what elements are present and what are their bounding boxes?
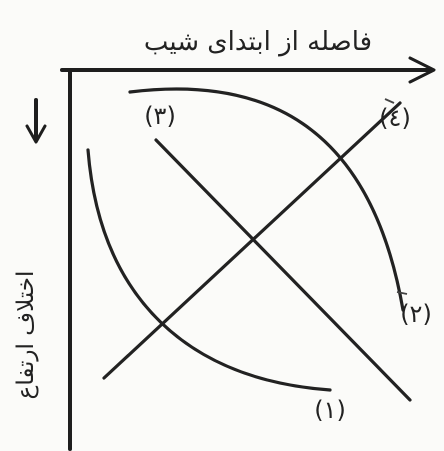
curve-1-label: (۱) [314, 396, 346, 424]
curve-3-label: (۳) [144, 102, 176, 130]
horizontal-axis-arrow [408, 56, 436, 84]
curve-4-label: (٤) [379, 104, 411, 132]
curve-3 [154, 138, 412, 402]
pencil-tick-2 [396, 291, 408, 295]
curve-2-label: (۲) [400, 300, 432, 328]
pencil-tick-1 [384, 98, 395, 104]
down-arrow-head [25, 124, 47, 144]
top-axis-label: فاصله از ابتدای شیب [144, 27, 372, 57]
curve-1 [86, 148, 332, 392]
side-axis-label: اختلاف ارتفاع [13, 271, 39, 400]
curve-4 [128, 87, 405, 312]
